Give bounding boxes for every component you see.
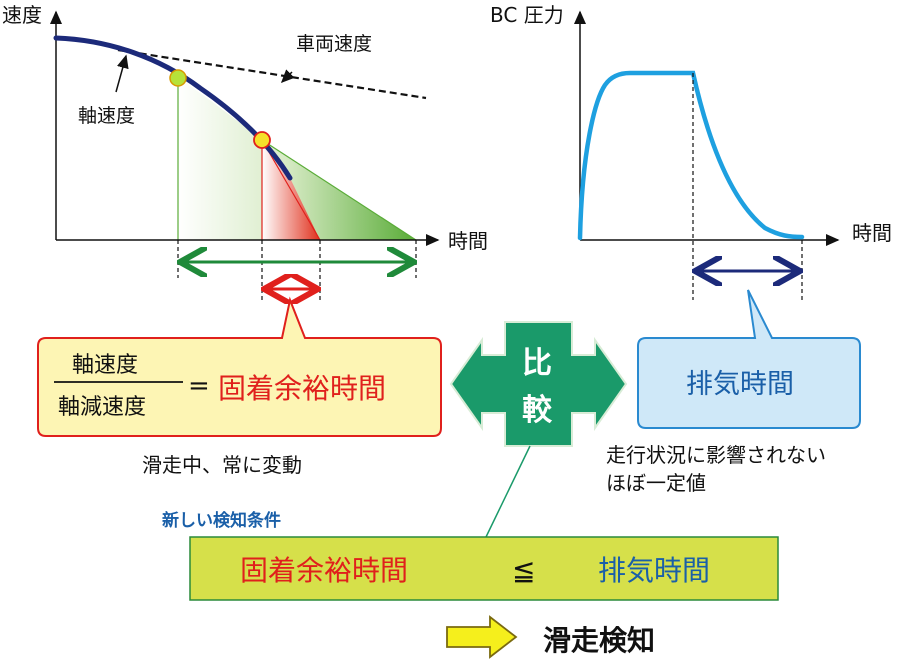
bc-pressure-curve <box>577 70 805 241</box>
vehicle-speed-line <box>117 48 427 100</box>
left-chart: 速度 時間 車両速度 軸速度 <box>2 3 488 302</box>
formula-numerator: 軸速度 <box>72 353 138 378</box>
left-y-axis-label: 速度 <box>2 3 42 27</box>
condition-left: 固着余裕時間 <box>240 554 408 587</box>
formula-denominator: 軸減速度 <box>58 395 146 420</box>
condition-operator: ≦ <box>512 554 535 587</box>
right-chart: BC 圧力 時間 <box>490 3 892 300</box>
yellow-arrow-icon <box>446 615 518 659</box>
red-point <box>253 131 271 149</box>
condition-box: 固着余裕時間 ≦ 排気時間 <box>189 536 779 601</box>
condition-title: 新しい検知条件 <box>162 510 281 531</box>
green-point <box>169 69 187 87</box>
condition-right: 排気時間 <box>598 554 710 587</box>
exhaust-note-line2: ほぼ一定値 <box>606 471 706 495</box>
exhaust-callout: 排気時間 <box>637 289 861 429</box>
compare-char-2: 較 <box>522 393 553 428</box>
formula-result: 固着余裕時間 <box>218 372 386 405</box>
right-x-axis-label: 時間 <box>852 221 892 245</box>
result-row: 滑走検知 <box>446 615 655 659</box>
green-margin-area <box>178 78 416 240</box>
left-x-axis-label: 時間 <box>448 229 488 253</box>
exhaust-note-line1: 走行状況に影響されない <box>606 443 826 467</box>
compare-shape: 比 較 <box>449 321 628 447</box>
formula-callout: 軸速度 軸減速度 = 固着余裕時間 <box>37 296 442 437</box>
formula-equals: = <box>188 371 210 401</box>
formula-note: 滑走中、常に変動 <box>142 453 302 477</box>
compare-connector <box>485 445 531 538</box>
result-label: 滑走検知 <box>543 624 655 657</box>
compare-char-1: 比 <box>522 346 552 381</box>
exhaust-label: 排気時間 <box>686 369 794 400</box>
vehicle-speed-label: 車両速度 <box>296 33 372 55</box>
right-y-axis-label: BC 圧力 <box>490 3 564 27</box>
axle-speed-label: 軸速度 <box>78 105 135 127</box>
